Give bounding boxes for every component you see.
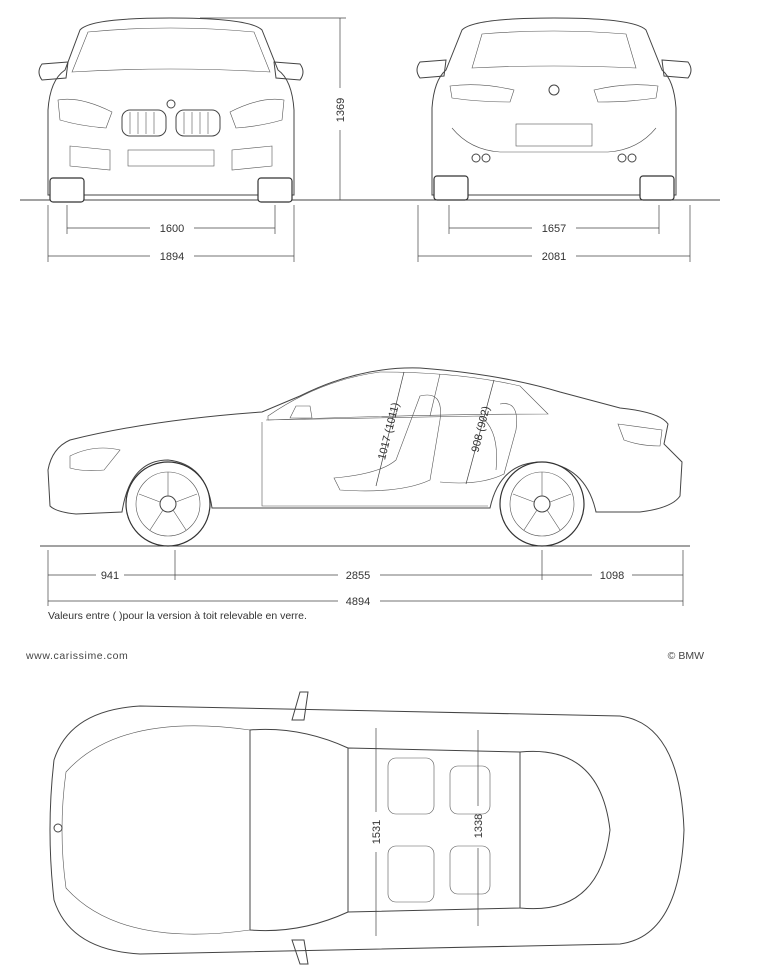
dim-rear-overhang: 1098 <box>600 570 624 582</box>
dim-rear-track: 1657 <box>542 223 566 235</box>
dim-front-overhang: 941 <box>101 570 119 582</box>
side-view: 1017 (1011) 908 (902) 941 2855 1098 4894 <box>40 367 690 608</box>
dim-height: 1369 <box>335 98 347 122</box>
dim-shoulder-rear: 1338 <box>473 814 485 838</box>
dim-length: 4894 <box>346 596 370 608</box>
rear-view: 1657 2081 <box>416 17 692 263</box>
website-link[interactable]: www.carissime.com <box>26 650 129 662</box>
front-view: 1600 1894 1369 <box>20 17 720 263</box>
dim-width: 1894 <box>160 251 184 263</box>
dim-width-mirrors: 2081 <box>542 251 566 263</box>
roof-version-note: Valeurs entre ( )pour la version à toit … <box>48 610 307 622</box>
rear-wheel <box>499 461 585 547</box>
dim-front-track: 1600 <box>160 223 184 235</box>
dim-wheelbase: 2855 <box>346 570 370 582</box>
dim-headroom-front: 1017 (1011) <box>376 401 402 461</box>
copyright-text: © BMW <box>667 650 704 662</box>
bmw-logo-top-icon <box>53 823 63 833</box>
top-view: 1531 1338 <box>49 691 685 965</box>
dim-shoulder-front: 1531 <box>371 820 383 844</box>
bmw-logo-rear-icon <box>548 84 560 96</box>
front-wheel <box>125 461 211 547</box>
dim-headroom-rear: 908 (902) <box>470 405 493 454</box>
bmw-logo-icon <box>166 99 176 109</box>
